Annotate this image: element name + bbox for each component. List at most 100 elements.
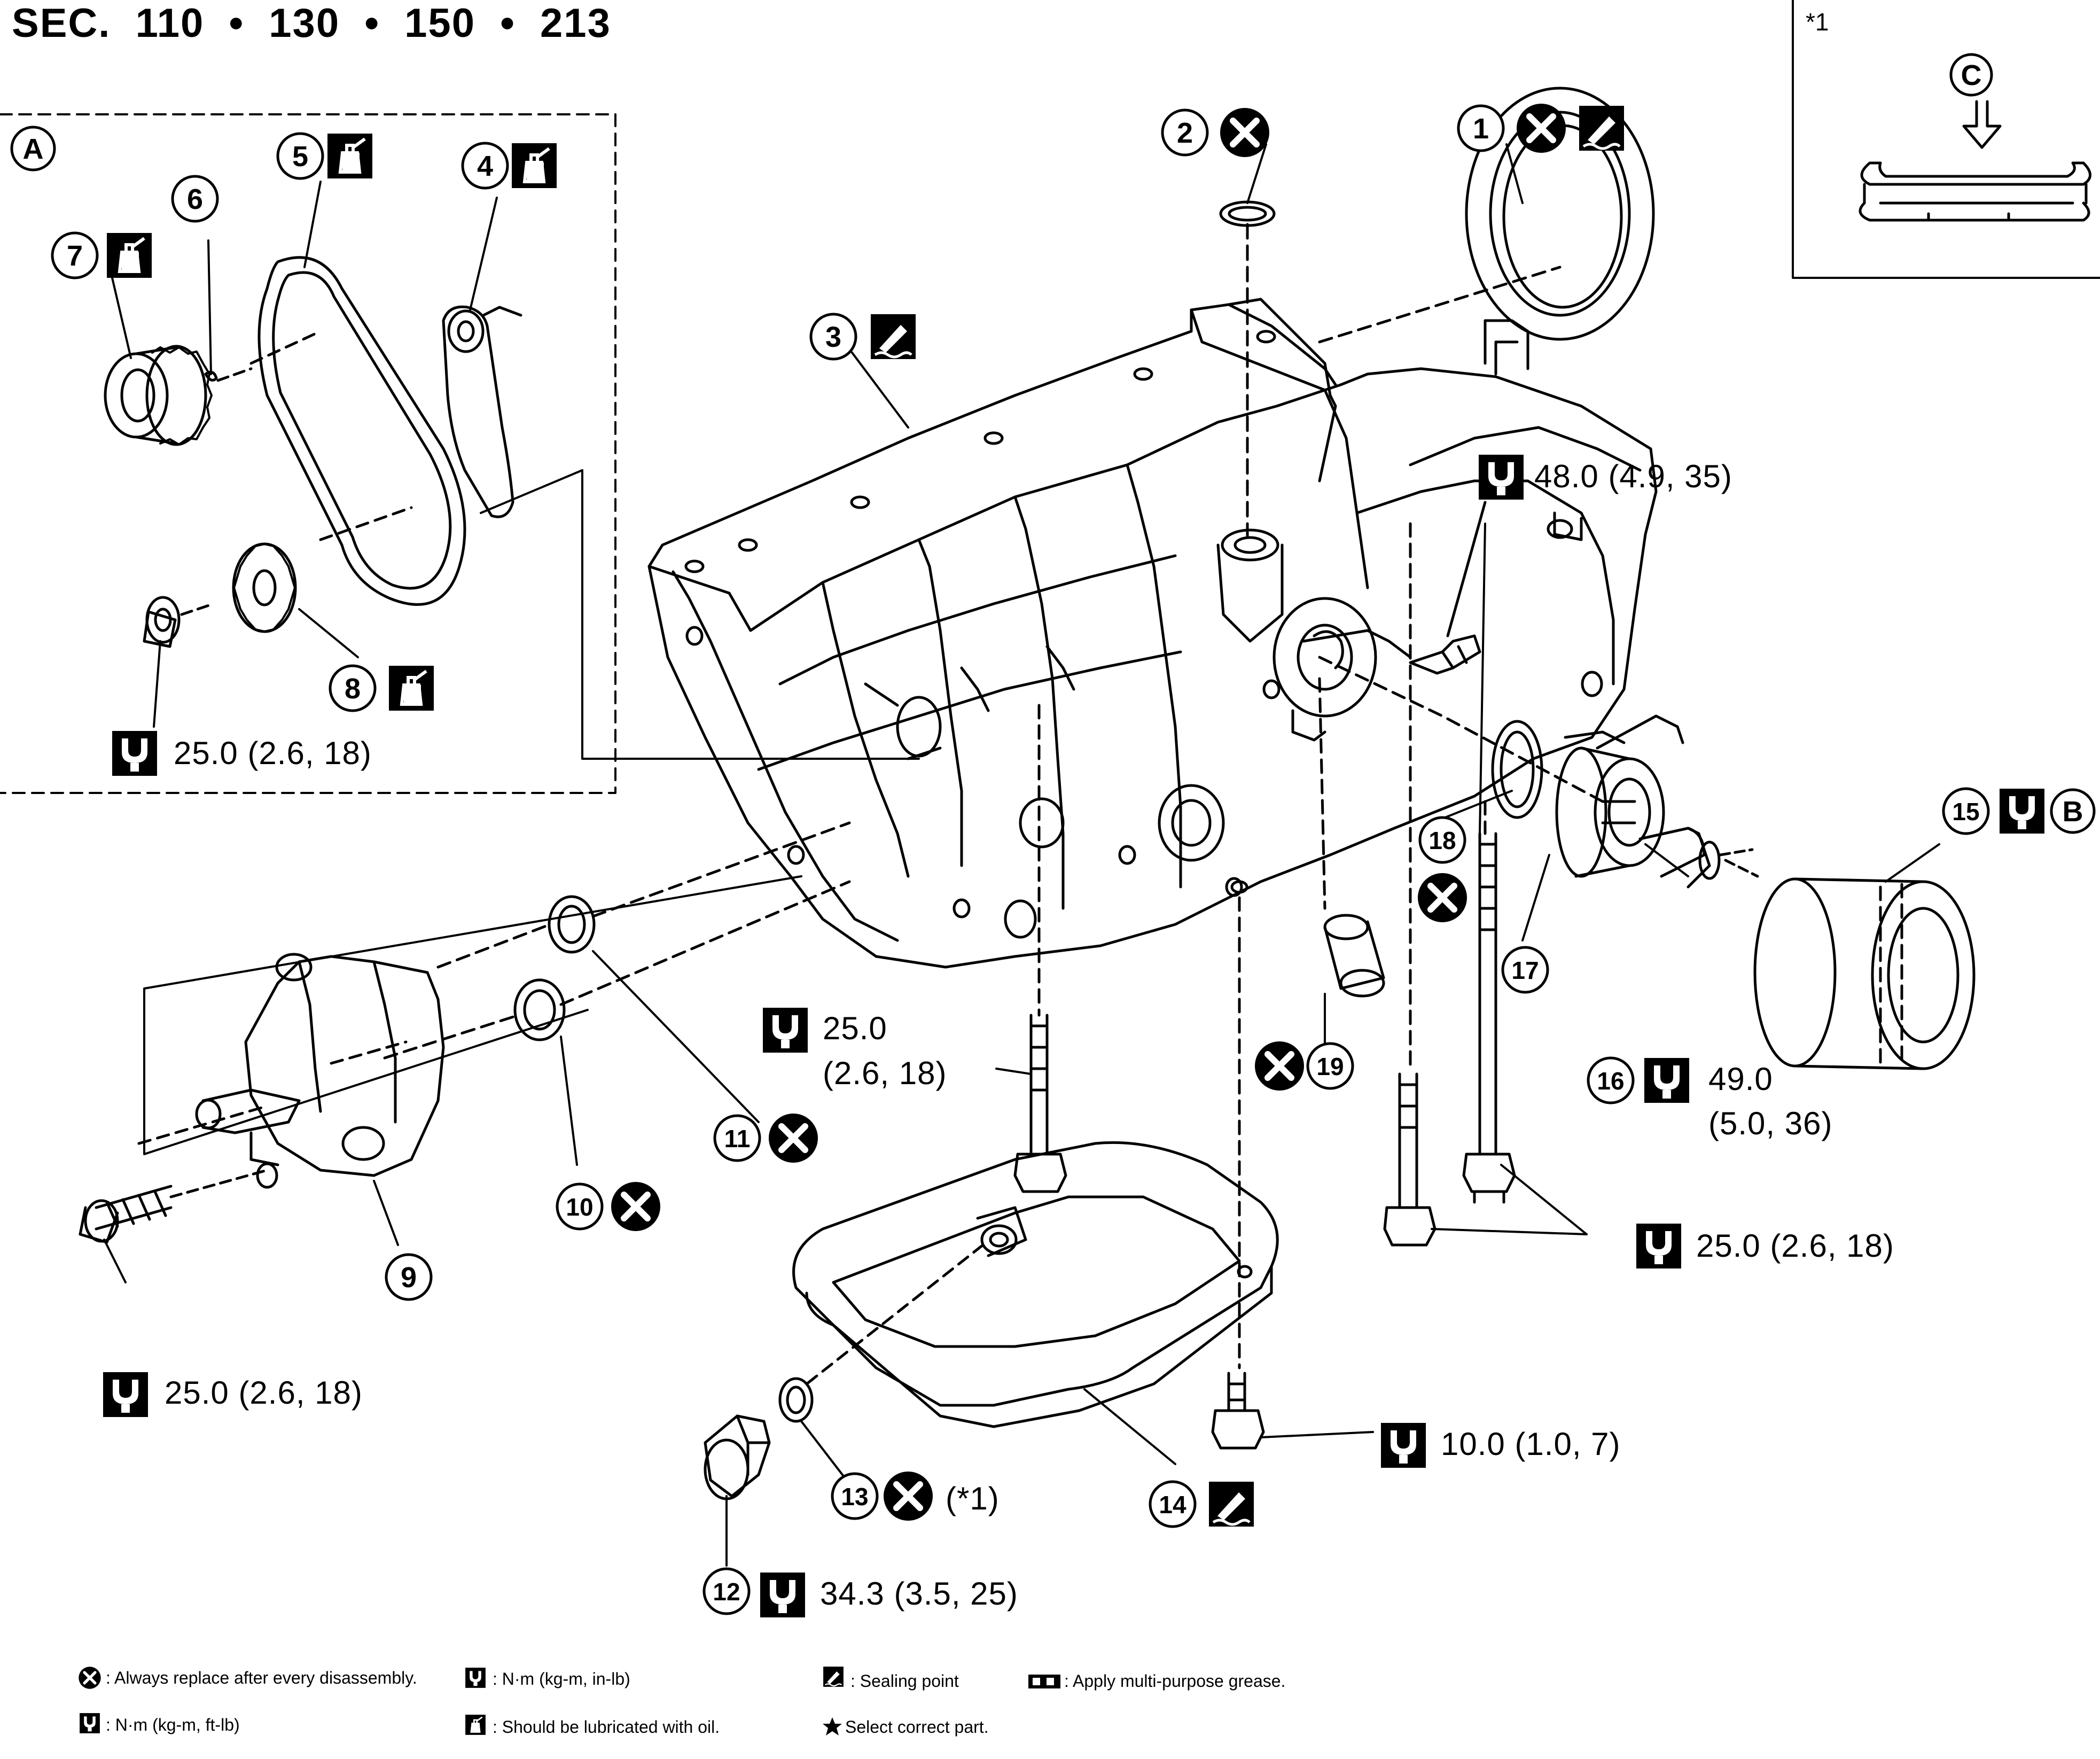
callout-10: 10 — [556, 1182, 604, 1231]
callout-6: 6 — [171, 175, 219, 223]
sealant-tube-icon — [822, 1665, 845, 1688]
svg-text:1: 1 — [1473, 113, 1489, 145]
x-circle-icon — [611, 1182, 660, 1231]
callout-17: 17 — [1501, 946, 1549, 994]
torque-label-front-bolt-units: (2.6, 18) — [823, 1055, 947, 1091]
callout-1: 1 — [1457, 104, 1505, 152]
oil-can-icon — [464, 1714, 487, 1736]
oil-can-icon — [389, 666, 434, 711]
legend-nm-in-lb: : N·m (kg-m, in-lb) — [493, 1669, 630, 1688]
legend-select: Select correct part. — [845, 1717, 989, 1737]
x-circle-icon — [1255, 1041, 1304, 1091]
oil-can-icon — [512, 143, 557, 188]
callout-5: 5 — [276, 132, 324, 180]
wrench-icon — [760, 1573, 805, 1617]
callout-14: 14 — [1149, 1480, 1197, 1528]
oil-can-icon — [107, 233, 152, 278]
svg-text:16: 16 — [1597, 1067, 1624, 1095]
callout-2: 2 — [1161, 108, 1209, 157]
sealant-tube-icon — [1579, 106, 1624, 151]
legend-replace: : Always replace after every disassembly… — [106, 1668, 417, 1687]
svg-text:11: 11 — [724, 1125, 751, 1153]
svg-text:15: 15 — [1952, 798, 1979, 826]
svg-text:5: 5 — [292, 141, 308, 173]
torque-label-oil-pump-bolt: 25.0 (2.6, 18) — [165, 1375, 363, 1411]
oil-can-icon — [327, 134, 372, 178]
svg-text:14: 14 — [1159, 1491, 1186, 1519]
svg-text:10: 10 — [566, 1193, 593, 1221]
wrench-icon — [2000, 789, 2044, 834]
star-icon — [823, 1717, 842, 1735]
wrench-icon — [80, 1713, 100, 1733]
callout-9: 9 — [385, 1253, 433, 1301]
svg-text:A: A — [23, 133, 44, 165]
torque-label-connector-value: 49.0 — [1708, 1061, 1773, 1097]
x-circle-icon — [1220, 108, 1269, 157]
section-header: SEC. 110 • 130 • 150 • 213 — [12, 1, 611, 46]
x-circle-icon — [769, 1114, 818, 1163]
legend-sealing: : Sealing point — [850, 1671, 959, 1691]
svg-text:12: 12 — [713, 1578, 740, 1606]
svg-text:7: 7 — [67, 240, 83, 272]
x-circle-icon-group — [611, 104, 1566, 1521]
wrench-icon — [1381, 1423, 1426, 1468]
torque-label-long-bolts: 25.0 (2.6, 18) — [1696, 1228, 1894, 1264]
washer-note: (*1) — [946, 1481, 1000, 1516]
x-circle-icon — [1517, 104, 1566, 153]
svg-text:4: 4 — [477, 150, 493, 182]
legend-nm-ft-lb: : N·m (kg-m, ft-lb) — [106, 1715, 240, 1734]
callout-19: 19 — [1306, 1042, 1354, 1090]
svg-text:2: 2 — [1177, 117, 1193, 149]
torque-label-pan-bolt: 10.0 (1.0, 7) — [1441, 1426, 1621, 1462]
callout-3: 3 — [809, 313, 857, 361]
svg-text:13: 13 — [841, 1483, 868, 1511]
x-circle-icon — [1418, 873, 1467, 922]
detail-note-label: *1 — [1806, 8, 1829, 36]
wrench-icon — [1479, 455, 1524, 500]
callout-16: 16 — [1587, 1056, 1635, 1104]
legend-oil: : Should be lubricated with oil. — [493, 1717, 720, 1737]
svg-text:C: C — [1961, 59, 1982, 91]
callout-12: 12 — [702, 1567, 751, 1615]
wrench-icon — [1636, 1224, 1681, 1268]
torque-label-front-bolt-value: 25.0 — [823, 1010, 887, 1046]
svg-text:9: 9 — [401, 1262, 417, 1294]
letter-c: C — [1949, 53, 1993, 97]
grease-icon — [1028, 1675, 1060, 1688]
x-circle-icon — [79, 1667, 100, 1688]
svg-text:8: 8 — [345, 673, 361, 705]
legend-icons — [79, 1665, 1060, 1736]
torque-label-sprocket: 25.0 (2.6, 18) — [174, 735, 372, 771]
sealant-tube-icon — [1209, 1482, 1254, 1527]
wrench-icon — [112, 731, 157, 776]
svg-text:3: 3 — [825, 321, 841, 353]
callout-18: 18 — [1418, 816, 1466, 864]
callout-15: 15 — [1942, 787, 1990, 835]
svg-text:19: 19 — [1316, 1053, 1344, 1080]
wrench-icon — [763, 1008, 808, 1053]
torque-label-connector-units: (5.0, 36) — [1708, 1106, 1833, 1141]
callout-7: 7 — [51, 231, 99, 279]
svg-text:17: 17 — [1511, 956, 1539, 984]
svg-text:6: 6 — [187, 183, 203, 215]
torque-label-upper-bolt: 48.0 (4.9, 35) — [1534, 458, 1732, 494]
letter-a: A — [10, 126, 56, 172]
callout-8: 8 — [329, 664, 377, 712]
callout-11: 11 — [713, 1114, 761, 1162]
wrench-icon — [465, 1668, 486, 1688]
svg-text:18: 18 — [1428, 827, 1456, 854]
callout-4: 4 — [461, 142, 509, 190]
wrench-icon — [1644, 1058, 1689, 1103]
wrench-icon — [103, 1372, 148, 1417]
sealant-tube-icon — [871, 314, 916, 359]
torque-label-drain-plug: 34.3 (3.5, 25) — [820, 1576, 1018, 1612]
legend-grease: : Apply multi-purpose grease. — [1064, 1671, 1286, 1691]
callout-group: 1 2 3 4 5 6 7 8 9 10 11 12 13 14 15 16 1… — [10, 53, 2096, 1615]
callout-13: 13 — [831, 1472, 879, 1520]
letter-b: B — [2050, 788, 2096, 834]
svg-text:B: B — [2063, 796, 2083, 828]
wrench-icon-group — [103, 455, 2044, 1617]
x-circle-icon — [884, 1472, 933, 1521]
